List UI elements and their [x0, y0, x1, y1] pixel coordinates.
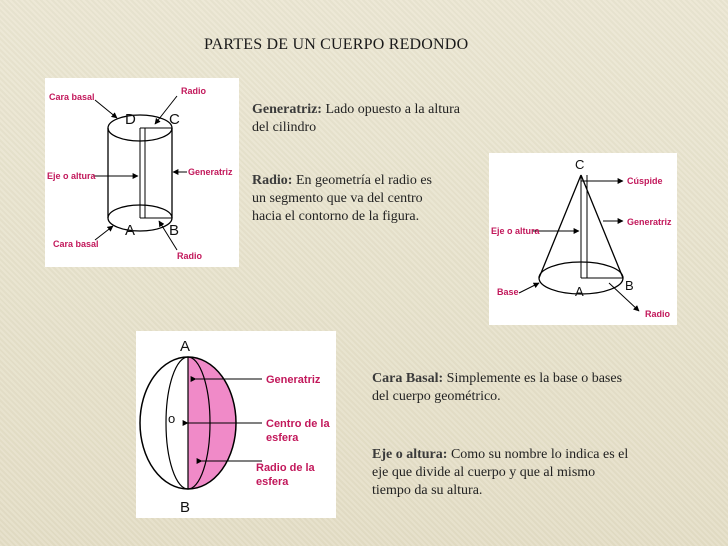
cylinder-point-c: C — [169, 111, 180, 128]
cone-label-eje: Eje o altura — [491, 226, 541, 236]
cylinder-point-d: D — [125, 111, 136, 128]
cylinder-point-a: A — [125, 222, 135, 239]
cone-label-radio: Radio — [645, 309, 671, 319]
sphere-label-radio-2: esfera — [256, 476, 289, 488]
cone-point-c: C — [575, 157, 584, 172]
cone-label-base: Base — [497, 287, 519, 297]
definition-eje: Eje o altura: Como su nombre lo indica e… — [372, 446, 634, 500]
sphere-point-a: A — [180, 338, 190, 355]
cylinder-figure: Cara basal Radio Eje o altura Generatriz… — [45, 78, 239, 267]
definition-term: Cara Basal: — [372, 371, 444, 386]
sphere-label-centro-1: Centro de la — [266, 418, 330, 430]
definition-term: Eje o altura: — [372, 447, 448, 462]
definition-text: Como su nombre lo indica es el eje que d… — [372, 447, 629, 498]
definition-generatriz: Generatriz: Lado opuesto a la altura del… — [252, 101, 462, 137]
cone-point-a: A — [575, 284, 584, 299]
sphere-figure: Generatriz Centro de la esfera Radio de … — [136, 331, 336, 518]
sphere-label-generatriz: Generatriz — [266, 374, 321, 386]
sphere-label-radio-1: Radio de la — [256, 462, 316, 474]
definition-term: Radio: — [252, 173, 293, 188]
definition-text: Lado opuesto a la altura del cilindro — [252, 102, 460, 135]
cone-label-generatriz: Generatriz — [627, 217, 672, 227]
sphere-point-b: B — [180, 499, 190, 516]
definition-radio: Radio: En geometría el radio es un segme… — [252, 172, 432, 226]
cylinder-label-cara-basal-top: Cara basal — [49, 92, 95, 102]
cylinder-label-radio-bottom: Radio — [177, 251, 203, 261]
cone-figure: Cúspide Generatriz Eje o altura Base Rad… — [489, 153, 677, 325]
cone-label-cuspide: Cúspide — [627, 176, 663, 186]
sphere-label-centro-2: esfera — [266, 432, 299, 444]
sphere-point-o: o — [168, 411, 175, 426]
definition-text: Simplemente es la base o bases del cuerp… — [372, 371, 623, 404]
definition-cara-basal: Cara Basal: Simplemente es la base o bas… — [372, 370, 627, 406]
definition-text: En geometría el radio es un segmento que… — [252, 173, 433, 224]
cylinder-label-radio-top: Radio — [181, 86, 207, 96]
cylinder-point-b: B — [169, 222, 179, 239]
definition-term: Generatriz: — [252, 102, 322, 117]
cone-point-b: B — [625, 278, 634, 293]
slide-title: PARTES DE UN CUERPO REDONDO — [204, 36, 469, 53]
cylinder-label-cara-basal-bottom: Cara basal — [53, 239, 99, 249]
cylinder-label-eje: Eje o altura — [47, 171, 97, 181]
cylinder-label-generatriz: Generatriz — [188, 167, 233, 177]
